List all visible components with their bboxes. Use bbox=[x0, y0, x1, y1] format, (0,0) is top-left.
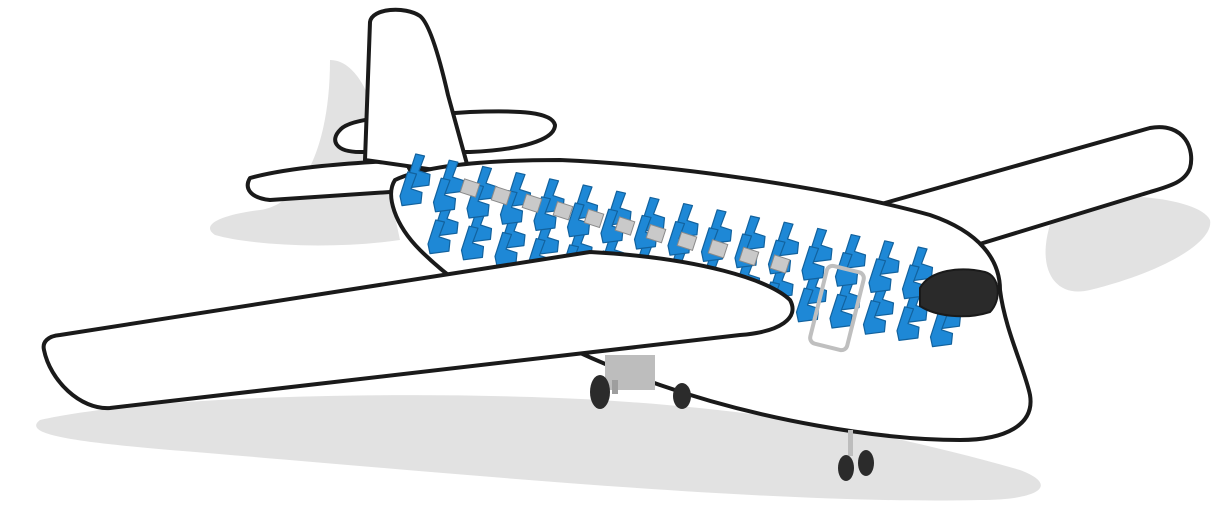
vertical-fin bbox=[365, 10, 470, 175]
nose-gear-strut bbox=[848, 430, 853, 456]
main-wheel-left bbox=[590, 375, 610, 409]
nose-cone bbox=[920, 269, 998, 316]
main-wheel-right bbox=[673, 383, 691, 409]
main-gear-leg bbox=[612, 380, 618, 394]
nose-wheel-left bbox=[838, 455, 854, 481]
nose-cone-shape bbox=[920, 269, 998, 316]
nose-wheel-right bbox=[858, 450, 874, 476]
